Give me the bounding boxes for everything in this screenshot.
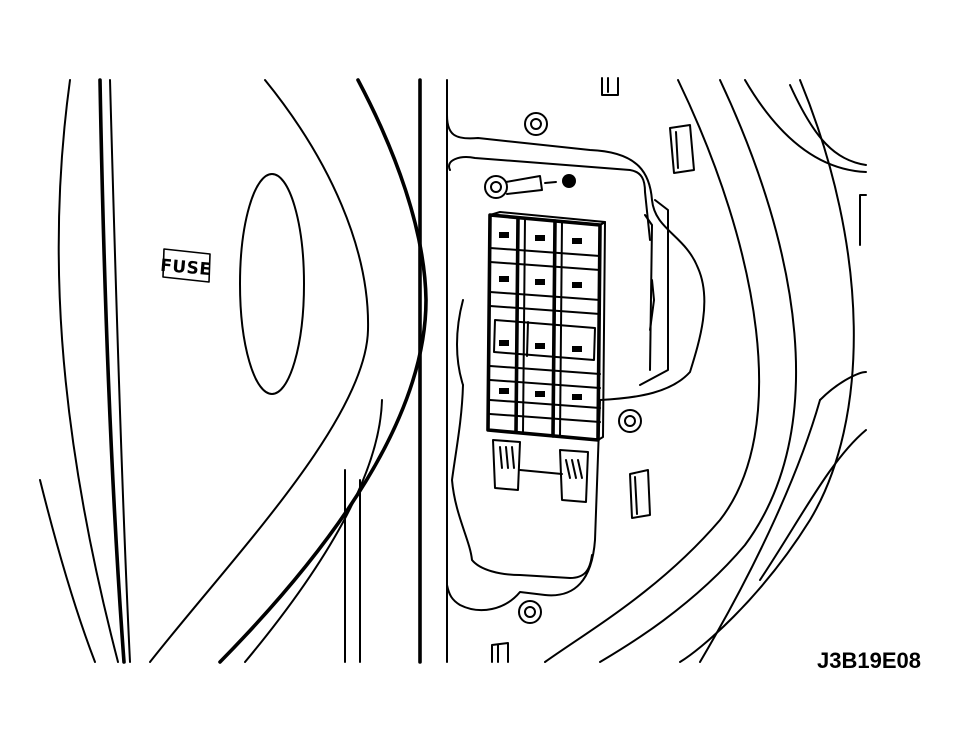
body-contour-8 xyxy=(759,429,867,581)
fuse-cover-handle-recess xyxy=(239,173,305,395)
plate-edge-slot xyxy=(649,279,655,331)
fuse-column-divider xyxy=(551,219,557,438)
fuse-clip xyxy=(535,279,545,285)
fuse-clip xyxy=(499,276,509,282)
mounting-plate-inner-bottom xyxy=(451,384,593,579)
relay-bay xyxy=(493,319,596,361)
screw-hole xyxy=(562,174,576,188)
body-contour-5 xyxy=(699,399,821,663)
body-contour-6 xyxy=(744,79,867,173)
mounting-plate-outline xyxy=(446,114,706,612)
relay-bay-divider xyxy=(526,321,529,357)
fuse-cover-outer-edge xyxy=(218,78,428,664)
fuse-clips xyxy=(499,232,582,400)
fuse-clip xyxy=(572,346,582,352)
fuse-column-divider xyxy=(559,221,563,437)
body-contour-1 xyxy=(544,79,761,663)
mounting-plate-inner-left xyxy=(456,299,464,386)
fuse-clip xyxy=(499,388,509,394)
fuse-row-divider xyxy=(489,261,601,271)
latch-bar xyxy=(519,469,563,475)
trim-seam xyxy=(109,79,131,663)
body-contour-3 xyxy=(679,79,855,663)
fuse-row-divider xyxy=(489,399,601,409)
fuse-row-divider xyxy=(489,379,601,389)
fuse-clip xyxy=(499,340,509,346)
right-clip-lower xyxy=(629,469,651,519)
right-latch xyxy=(559,449,589,503)
figure-id: J3B19E08 xyxy=(817,648,921,673)
fuse-clip xyxy=(572,394,582,400)
mounting-screw xyxy=(484,174,576,199)
grommet-right xyxy=(618,409,642,433)
right-clip-lower-slot xyxy=(634,476,638,515)
fuse-row-divider xyxy=(489,305,601,315)
trim-inner-edge xyxy=(57,79,119,663)
fuse-clip xyxy=(535,343,545,349)
screw-head-center xyxy=(490,181,502,193)
fuse-clip xyxy=(572,238,582,244)
fuse-row-divider xyxy=(489,365,601,375)
fuse-row-divider xyxy=(489,413,601,423)
fuse-rows xyxy=(489,247,601,423)
fuse-block xyxy=(486,211,606,442)
screw-axis-dash xyxy=(544,181,557,184)
fuse-block-latches xyxy=(492,439,589,503)
grommet-top xyxy=(524,112,548,136)
grommet-bottom-center xyxy=(524,606,536,618)
fuse-row-divider xyxy=(489,291,601,301)
fuse-label-badge: FUSE xyxy=(159,248,212,283)
top-clip xyxy=(601,77,619,96)
right-latch-grip xyxy=(577,459,583,479)
fuse-cover-lower-edge xyxy=(244,399,383,663)
fuse-block-side-face xyxy=(597,221,606,441)
trim-panel xyxy=(39,78,370,664)
grommet-top-center xyxy=(530,118,542,130)
right-clip-upper xyxy=(669,124,695,174)
body-contour-7 xyxy=(789,84,867,166)
body-edge-bracket xyxy=(859,194,867,246)
fuse-clip xyxy=(535,235,545,241)
fuse-column-divider xyxy=(514,216,520,434)
fuse-clip xyxy=(572,282,582,288)
panel-clips xyxy=(491,77,695,663)
right-latch-grip xyxy=(565,459,571,479)
plate-flange xyxy=(639,199,669,386)
fuse-column-divider xyxy=(522,217,526,433)
right-body-panel xyxy=(544,79,867,663)
screw-shank xyxy=(505,175,543,195)
fuse-label-text: FUSE xyxy=(159,256,212,280)
mounting-plate-inner-top xyxy=(448,156,651,241)
fuse-label-box xyxy=(162,248,211,283)
fuse-cover-panel xyxy=(218,78,428,664)
screw-head xyxy=(484,175,508,199)
bottom-clip xyxy=(491,642,509,663)
plate-flange-inner xyxy=(644,214,653,371)
left-latch-grip xyxy=(511,446,515,469)
body-contour-2 xyxy=(599,79,797,663)
grommet-bottom xyxy=(518,600,542,624)
left-latch-grip xyxy=(505,446,509,469)
plate-grommets xyxy=(518,112,642,624)
fuse-clip xyxy=(499,232,509,238)
fuse-clip xyxy=(535,391,545,397)
trim-outer-edge xyxy=(39,479,96,663)
body-contour-4 xyxy=(819,371,867,401)
fuse-row-divider xyxy=(489,247,601,257)
mounting-plate xyxy=(446,114,706,612)
right-latch-grip xyxy=(571,459,577,479)
left-latch-grip xyxy=(499,446,503,469)
body-pillar xyxy=(418,78,448,664)
right-clip-upper-slot xyxy=(675,131,679,169)
grommet-right-center xyxy=(624,415,636,427)
trim-panel-contour xyxy=(149,79,370,663)
fuse-columns xyxy=(514,216,563,438)
trim-seam-bold xyxy=(98,78,126,664)
